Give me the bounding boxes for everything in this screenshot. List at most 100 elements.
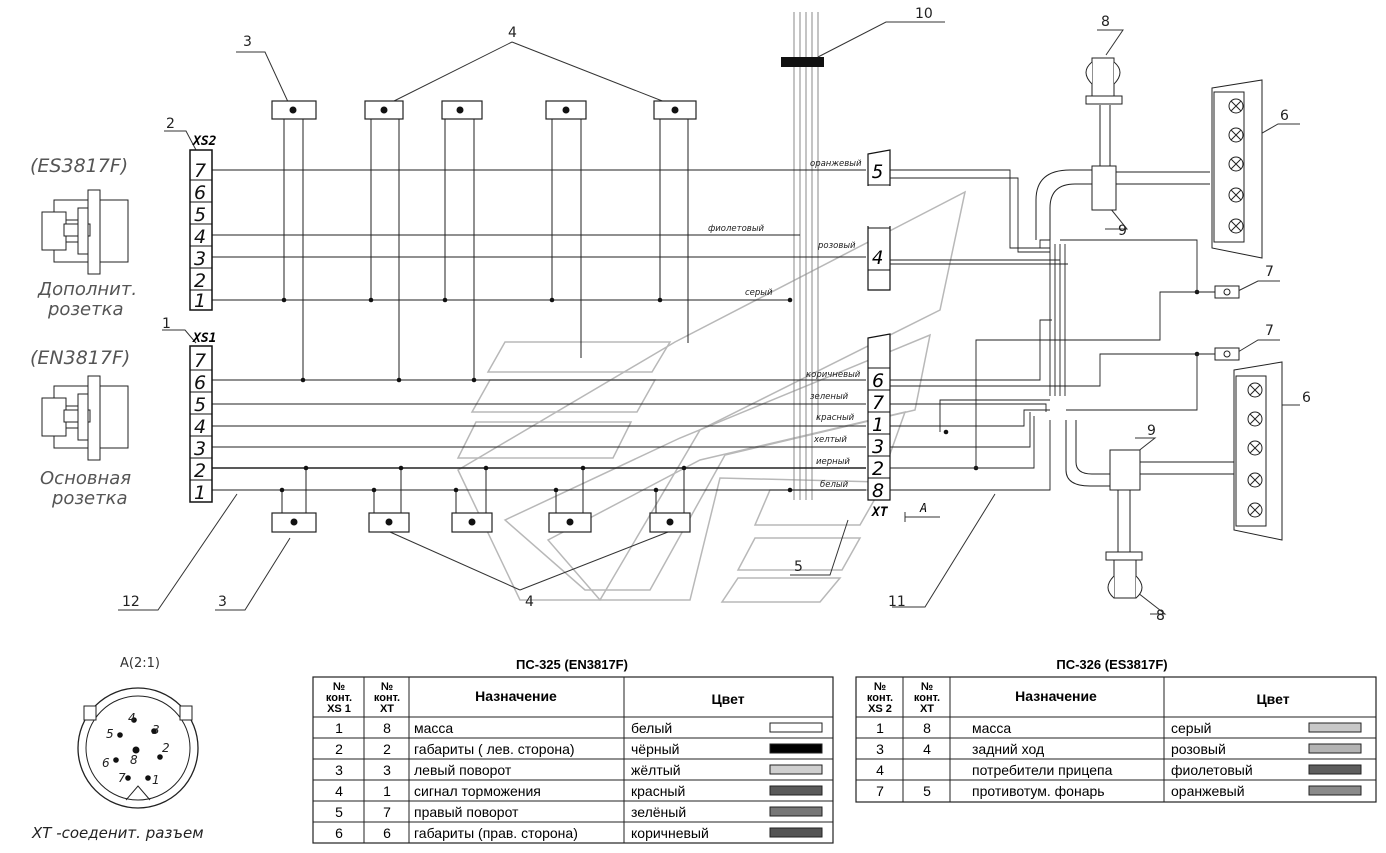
lamp-dots-top (289, 106, 679, 114)
callout-8: 8 (1156, 608, 1165, 624)
cell-xt: 8 (923, 720, 931, 736)
cell-purpose: правый поворот (414, 804, 519, 820)
cell-color: белый (631, 720, 672, 736)
xt-pin: 2 (872, 458, 884, 480)
xs2-pin: 1 (194, 290, 206, 312)
callout-2: 2 (166, 116, 175, 132)
wire-label-pink: розовый (817, 241, 856, 251)
header-cell: конт. (326, 692, 352, 704)
callout-5: 5 (794, 559, 803, 575)
callout-9: 9 (1118, 223, 1127, 239)
callout-4: 4 (508, 25, 517, 41)
cell-xs: 3 (876, 741, 884, 757)
callout-9: 9 (1147, 423, 1156, 439)
header-cell: № (381, 681, 393, 693)
color-swatch (769, 785, 823, 796)
header-cell: XT (920, 703, 934, 715)
cell-color: красный (631, 783, 685, 799)
lamps-bottom (271, 512, 691, 533)
callout-1: 1 (162, 316, 171, 332)
rear-lamp-cluster-top (1211, 79, 1263, 259)
xs1-pin: 7 (194, 350, 206, 372)
callout-7: 7 (1265, 323, 1274, 339)
header-cell: XS 1 (327, 703, 351, 715)
clamp-9 (1109, 449, 1141, 491)
xs1-label: XS1 (192, 331, 216, 346)
lamp-drops-bottom (281, 468, 685, 513)
cell-xs: 7 (876, 783, 884, 799)
table-title: ПС-326 (ES3817F) (1056, 657, 1167, 672)
connector-pin: 6 (102, 756, 110, 770)
header-cell: конт. (914, 692, 940, 704)
xs1-caption: розетка (51, 488, 127, 509)
xs2-caption: розетка (47, 299, 123, 320)
xs2-wires (212, 169, 866, 301)
wire-label-brown: коричневый (806, 370, 861, 380)
color-swatch (769, 827, 823, 838)
cell-purpose: потребители прицепа (972, 762, 1113, 778)
color-swatch (1308, 722, 1362, 733)
reversing-lamp-top (1085, 57, 1123, 166)
xs1-pin: 4 (194, 416, 206, 438)
cell-xs: 6 (335, 825, 343, 841)
connector-view-a: A(2:1) 4 3 5 2 6 8 7 1 XT -соеденит. раз… (31, 656, 204, 842)
wire-labels: оранжевый фиолетовый розовый серый корич… (708, 159, 862, 490)
connector-pin: 8 (130, 753, 138, 767)
header-cell: Назначение (475, 688, 557, 704)
junction-dots (279, 289, 1200, 493)
cell-purpose: левый поворот (414, 762, 512, 778)
xs1-pin: 1 (194, 482, 206, 504)
cell-purpose: масса (414, 720, 453, 736)
cell-xs: 1 (335, 720, 343, 736)
rear-bundle (1035, 169, 1236, 487)
cell-xt: 1 (383, 783, 391, 799)
connector-pin: 1 (152, 773, 160, 787)
rear-wires (890, 169, 1215, 491)
lamp-dots-bottom (290, 518, 674, 526)
xs2-pin-block (189, 149, 213, 311)
cell-purpose: габариты ( лев. сторона) (414, 741, 575, 757)
cell-xt: 2 (383, 741, 391, 757)
cell-xs: 1 (876, 720, 884, 736)
xs2-pin: 5 (194, 204, 206, 226)
header-cell: XS 2 (868, 703, 892, 715)
cell-color: чёрный (631, 741, 679, 757)
header-cell: № (874, 681, 886, 693)
callout-11: 11 (888, 594, 906, 610)
callout-10: 10 (915, 6, 933, 22)
xs2-socket: XS2 7 6 5 4 3 2 1 (ES3817F) Дополнит. ро… (30, 134, 217, 320)
clamp-9 (1091, 165, 1117, 211)
callout-8: 8 (1101, 14, 1110, 30)
xs1-pin: 2 (194, 460, 206, 482)
cell-color: серый (1171, 720, 1211, 736)
xt-pin: 1 (872, 414, 884, 436)
connector-caption: XT -соеденит. разъем (31, 824, 204, 842)
color-swatch (769, 743, 823, 754)
cell-xs: 4 (876, 762, 884, 778)
header-cell: Цвет (711, 691, 744, 707)
cell-xt: 3 (383, 762, 391, 778)
callout-4: 4 (525, 594, 534, 610)
cell-purpose: сигнал торможения (414, 783, 541, 799)
cell-xt: 8 (383, 720, 391, 736)
cell-xt: 7 (383, 804, 391, 820)
xt-pin: 8 (872, 480, 884, 502)
harness-clamp (781, 57, 824, 67)
cell-color: оранжевый (1171, 783, 1245, 799)
header-cell: конт. (867, 692, 893, 704)
callout-3: 3 (243, 34, 252, 50)
callout-3: 3 (218, 594, 227, 610)
cell-xt: 6 (383, 825, 391, 841)
color-swatch (769, 806, 823, 817)
xt-lower-block: 6 7 1 3 2 8 XT A (867, 333, 940, 522)
callout-numbers: 3 4 10 8 6 7 7 6 9 9 8 2 1 12 3 4 5 11 (122, 6, 1311, 624)
connector-pin: 5 (106, 727, 114, 741)
xs2-label: XS2 (192, 134, 217, 149)
